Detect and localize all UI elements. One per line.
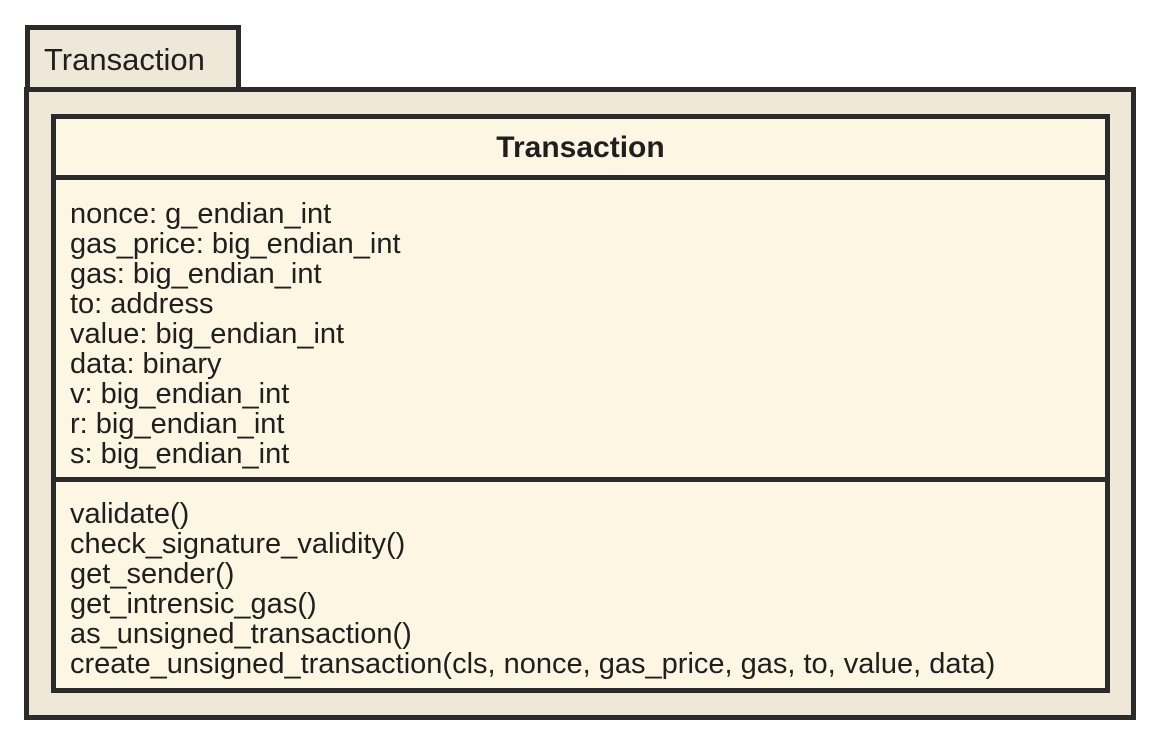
attribute: gas: big_endian_int [70, 258, 322, 290]
operation: get_sender() [70, 558, 235, 590]
attribute: value: big_endian_int [70, 318, 345, 350]
operations-compartment: validate() check_signature_validity() ge… [56, 482, 1105, 688]
attribute: s: big_endian_int [70, 438, 290, 470]
package-name: Transaction [44, 42, 205, 77]
attribute: v: big_endian_int [70, 378, 290, 410]
package-tab: Transaction [25, 25, 241, 87]
attribute: r: big_endian_int [70, 408, 285, 440]
class-box: Transaction nonce: g_endian_int gas_pric… [51, 114, 1110, 693]
attribute: data: binary [70, 348, 222, 380]
class-name: Transaction [56, 119, 1105, 180]
operation: create_unsigned_transaction(cls, nonce, … [70, 648, 996, 680]
operation: validate() [70, 498, 190, 530]
operation: check_signature_validity() [70, 528, 406, 560]
attribute: gas_price: big_endian_int [70, 228, 401, 260]
operation: get_intrensic_gas() [70, 588, 317, 620]
attributes-compartment: nonce: g_endian_int gas_price: big_endia… [56, 180, 1105, 482]
attribute: nonce: g_endian_int [70, 198, 332, 230]
attribute: to: address [70, 288, 214, 320]
operation: as_unsigned_transaction() [70, 618, 412, 650]
